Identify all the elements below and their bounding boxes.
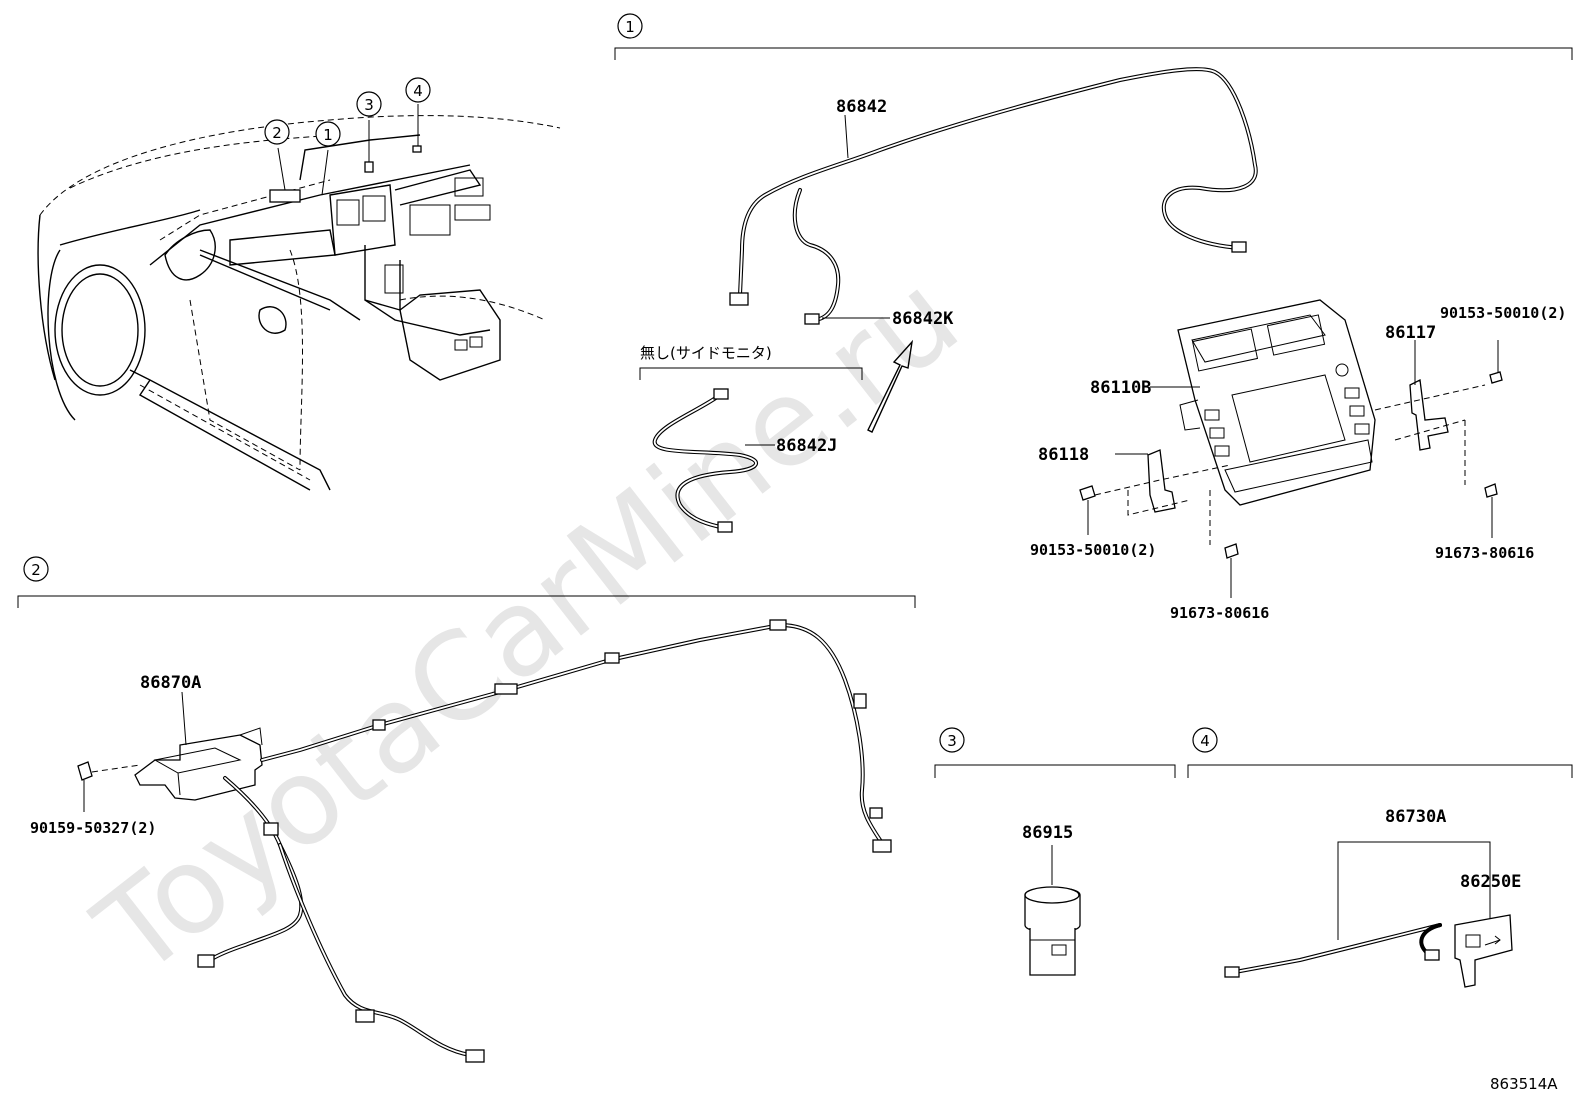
group-1-bracket: [614, 47, 1573, 60]
group-3: 3 86915: [934, 727, 1176, 976]
part-86842K-label: 86842K: [892, 309, 954, 329]
group-2: 2 86870A 90159-50327(2): [17, 556, 916, 1063]
screw-91673-right-label: 91673-80616: [1435, 544, 1534, 562]
part-86915-shape: [1024, 886, 1081, 976]
diagram-id: 863514A: [1490, 1075, 1558, 1093]
callout-3-label: 3: [364, 96, 374, 114]
part-86250E-label: 86250E: [1460, 872, 1521, 892]
part-86730A-leader: [1337, 841, 1491, 940]
callout-1-circle: [315, 121, 341, 147]
bolt-90153-lower-label: 90153-50010(2): [1030, 541, 1156, 559]
arrow-icon: [867, 339, 914, 433]
part-86842J-label: 86842J: [776, 436, 837, 456]
part-86250E-shape: [1424, 914, 1513, 988]
group-1-circle: [617, 13, 643, 39]
group-2-ref: 2: [31, 561, 41, 579]
group-4-ref: 4: [1200, 732, 1210, 750]
bolt-icon: [1489, 371, 1503, 384]
group-1: 1 86842 86842K 無し(サイドモニタ) 86842J: [614, 13, 1573, 622]
screw-icon: [1484, 483, 1498, 498]
watermark: ToyotaCarMine.ru: [71, 248, 983, 1004]
callout-2-circle: [264, 119, 290, 145]
part-86915-label: 86915: [1022, 823, 1073, 843]
bolt-left-icon: [1079, 485, 1096, 501]
part-86118-label: 86118: [1038, 445, 1089, 465]
group-4: 4 86730A 86250E: [1187, 727, 1573, 988]
group-1-ref: 1: [625, 18, 635, 36]
group-4-circle: [1192, 727, 1218, 753]
bracket-86117: [1409, 379, 1449, 451]
callout-4-circle: [405, 77, 431, 103]
display-unit-86110B: [1177, 299, 1376, 506]
part-86870A-label: 86870A: [140, 673, 201, 693]
bolt-90153-upper-label: 90153-50010(2): [1440, 304, 1566, 322]
bolt-90159-label: 90159-50327(2): [30, 819, 156, 837]
group-4-bracket: [1187, 764, 1573, 778]
callout-4-label: 4: [413, 82, 423, 100]
side-monitor-note: 無し(サイドモニタ): [640, 344, 772, 362]
group-2-bracket: [17, 595, 916, 608]
car-overview-illustration: 2 1 3 4: [37, 77, 561, 491]
callout-1-label: 1: [323, 126, 333, 144]
part-86842-label: 86842: [836, 97, 887, 117]
screw-91673-bottom-label: 91673-80616: [1170, 604, 1269, 622]
bolt-amp-icon: [77, 761, 93, 781]
group-3-ref: 3: [947, 732, 957, 750]
group-3-circle: [939, 727, 965, 753]
part-86730A-label: 86730A: [1385, 807, 1446, 827]
screw-bottom-icon: [1224, 543, 1239, 559]
part-86117-label: 86117: [1385, 323, 1436, 343]
group-3-bracket: [934, 764, 1176, 778]
bracket-86118: [1147, 449, 1176, 513]
side-monitor-bracket: [639, 367, 863, 380]
callout-3-circle: [356, 91, 382, 117]
callout-2-label: 2: [272, 124, 282, 142]
group-2-circle: [23, 556, 49, 582]
part-86110B-label: 86110B: [1090, 378, 1151, 398]
